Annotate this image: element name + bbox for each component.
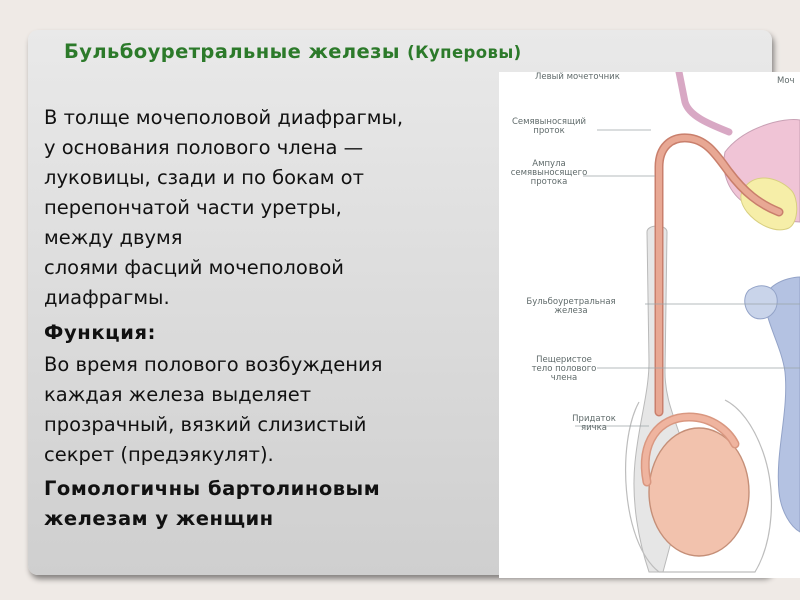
location-paragraph: В толще мочеполовой диафрагмы, у основан… xyxy=(44,103,504,313)
homology-line: железам у женщин xyxy=(44,507,274,530)
label-text: Пещеристое xyxy=(536,355,592,365)
label-text: Моч xyxy=(777,76,795,86)
label-text: семявыносящего xyxy=(510,168,588,178)
function-line: прозрачный, вязкий слизистый xyxy=(44,413,367,436)
body-line: слоями фасций мочеполовой xyxy=(44,256,344,279)
prostate-tissue-shape xyxy=(744,285,778,320)
label-text: Левый мочеточник xyxy=(535,72,620,82)
title-suffix: (Куперовы) xyxy=(407,43,522,62)
label-bulbourethral: Бульбоуретральная железа xyxy=(519,298,623,316)
body-line: луковицы, сзади и по бокам от xyxy=(44,166,364,189)
prostate-tissue-shape xyxy=(764,276,800,533)
label-left-ureter: Левый мочеточник xyxy=(535,73,620,82)
homology-line: Гомологичны бартолиновым xyxy=(44,477,381,500)
label-text: Придаток xyxy=(572,414,616,424)
function-paragraph: Во время полового возбуждения каждая жел… xyxy=(44,350,504,470)
epididymis-shape xyxy=(642,413,738,485)
label-text: проток xyxy=(533,126,565,136)
title-main: Бульбоуретральные железы xyxy=(64,40,400,63)
slide-body: В толще мочеполовой диафрагмы, у основан… xyxy=(44,103,504,534)
label-right-edge: Моч xyxy=(777,77,795,86)
body-line: у основания полового члена — xyxy=(44,136,364,159)
homology-paragraph: Гомологичны бартолиновым железам у женщи… xyxy=(44,474,504,534)
body-line: перепончатой части уретры, xyxy=(44,196,342,219)
label-text: члена xyxy=(550,373,578,383)
label-text: протока xyxy=(530,177,568,187)
anatomy-illustration xyxy=(575,72,800,573)
ureter-shape xyxy=(675,72,733,136)
function-heading: Функция: xyxy=(44,321,156,344)
body-line: В толще мочеполовой диафрагмы, xyxy=(44,106,404,129)
label-ampulla: Ампула семявыносящего протока xyxy=(501,160,597,187)
label-text: Бульбоуретральная xyxy=(526,297,616,307)
function-line: Во время полового возбуждения xyxy=(44,353,383,376)
anatomy-figure: Левый мочеточник Моч Семявыносящий прото… xyxy=(499,72,800,578)
label-text: железа xyxy=(554,306,588,316)
body-line: диафрагмы. xyxy=(44,286,170,309)
label-vas-deferens: Семявыносящий проток xyxy=(501,118,597,136)
label-text: Ампула xyxy=(532,159,566,169)
label-text: Семявыносящий xyxy=(511,117,586,127)
label-epididymis: Придаток яичка xyxy=(557,415,631,433)
label-cavernous: Пещеристое тело полового члена xyxy=(519,356,609,383)
scrotum-outline xyxy=(625,399,773,573)
slide-title: Бульбоуретральные железы (Куперовы) xyxy=(64,40,522,63)
function-line: секрет (предэякулят). xyxy=(44,443,274,466)
vas-deferens-shape xyxy=(656,134,782,415)
function-line: каждая железа выделяет xyxy=(44,383,312,406)
body-line: между двумя xyxy=(44,226,183,249)
testis-shape xyxy=(648,427,750,557)
label-text: яичка xyxy=(580,423,607,433)
label-text: тело полового xyxy=(531,364,597,374)
